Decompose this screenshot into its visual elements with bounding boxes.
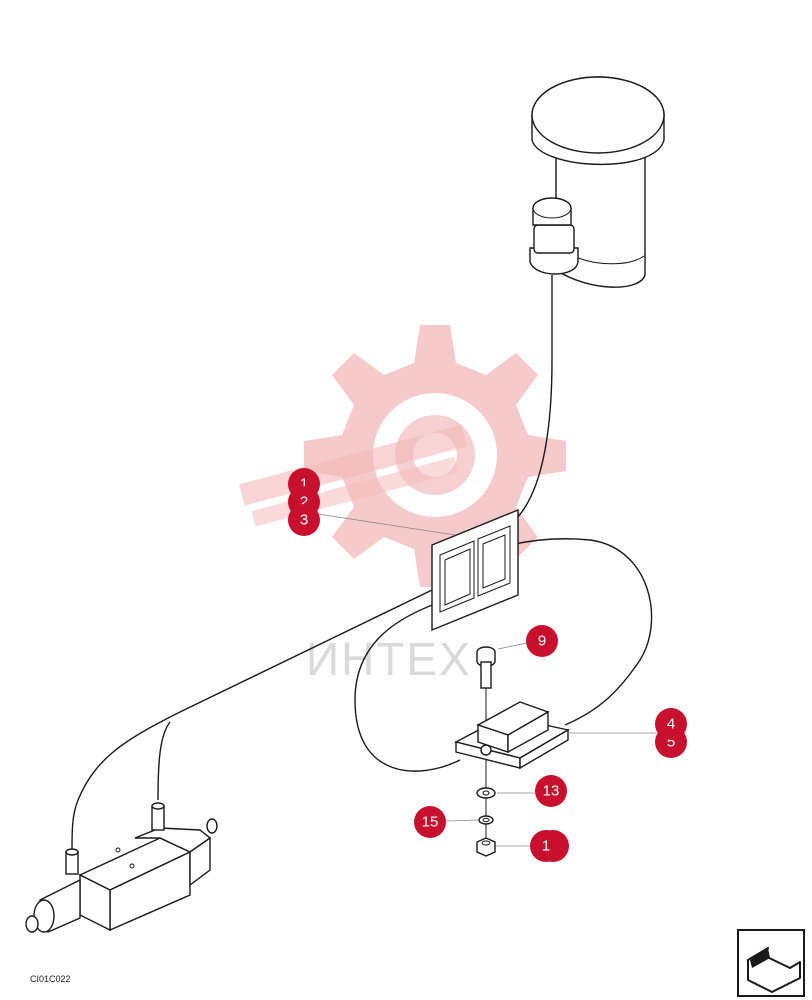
callout-15: 15 bbox=[414, 806, 446, 838]
leader-lines bbox=[317, 513, 657, 847]
reservoir bbox=[529, 76, 665, 288]
nut bbox=[476, 837, 496, 857]
next-page-arrow-icon[interactable] bbox=[737, 929, 805, 997]
callout-label: 3 bbox=[300, 512, 308, 529]
callout-13: 13 bbox=[535, 775, 567, 807]
gasket-plate bbox=[431, 508, 519, 632]
callout-3: 3 bbox=[288, 504, 320, 536]
drawing-code: CI01C022 bbox=[30, 974, 71, 984]
hose-to-valve bbox=[71, 589, 433, 853]
callout-label: 2 bbox=[300, 494, 308, 511]
callout-4: 4 bbox=[655, 708, 687, 740]
callout-9: 9 bbox=[526, 625, 558, 657]
callout-label: 5 bbox=[667, 734, 675, 751]
hose-to-reservoir bbox=[514, 275, 553, 521]
callout-1-bottom: 1 bbox=[530, 830, 569, 862]
callout-label: 13 bbox=[543, 783, 560, 800]
callout-label: 9 bbox=[538, 633, 546, 650]
callout-label: 1 bbox=[542, 838, 550, 855]
callout-label: 15 bbox=[422, 814, 439, 831]
bracket bbox=[454, 701, 570, 770]
washer-13 bbox=[476, 760, 496, 850]
control-valve bbox=[25, 802, 218, 933]
screw bbox=[476, 646, 496, 725]
lock-washer-15 bbox=[478, 815, 494, 825]
watermark-text: ИНТЕХ bbox=[306, 633, 472, 685]
watermark-logo: ИНТЕХ bbox=[238, 325, 566, 685]
callout-label: 1 bbox=[300, 476, 308, 493]
callout-label: 4 bbox=[667, 716, 675, 733]
